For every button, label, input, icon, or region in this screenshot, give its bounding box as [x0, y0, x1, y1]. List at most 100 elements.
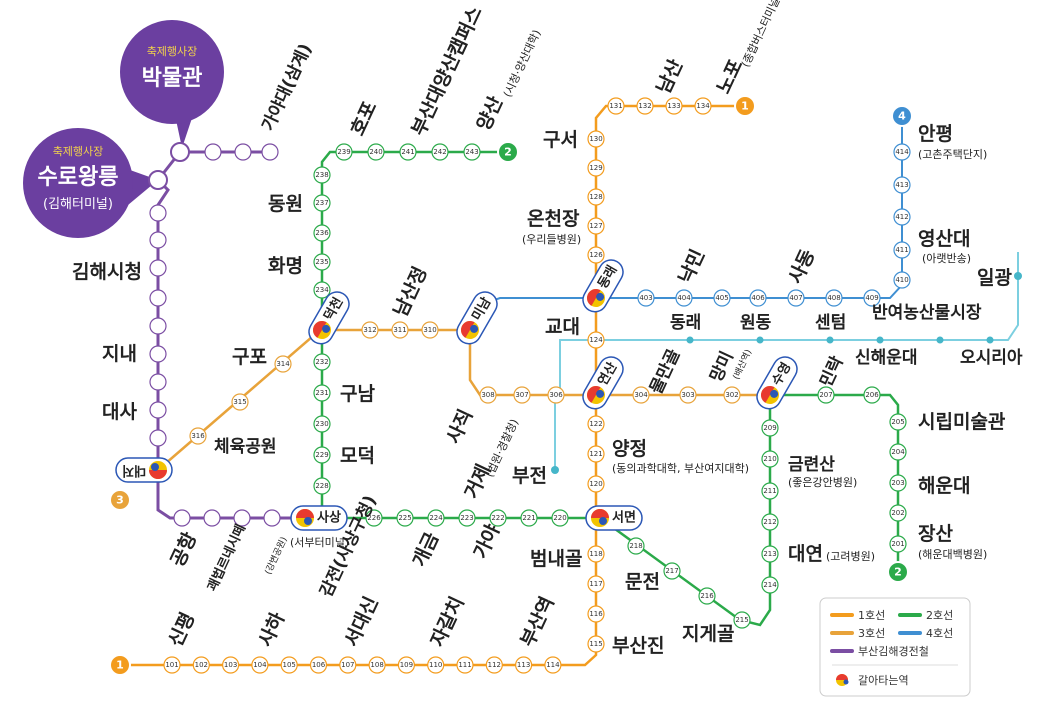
legend-line4: 4호선 — [926, 627, 953, 640]
station-206: 206 — [863, 386, 881, 404]
station-211: 211 — [761, 482, 779, 500]
station-413: 413 — [893, 176, 911, 194]
label-beomnaegol: 범내골 — [530, 548, 582, 570]
svg-text:수로왕릉: 수로왕릉 — [38, 165, 119, 190]
gimhae-stop — [234, 143, 252, 161]
station-113: 113 — [514, 656, 533, 674]
gimhae-stop — [149, 204, 167, 222]
station-code: 223 — [460, 514, 473, 522]
station-code: 403 — [639, 294, 652, 302]
station-code: 308 — [481, 391, 494, 399]
station-code: 412 — [895, 213, 908, 221]
gimhae-stop — [149, 429, 167, 447]
station-code: 303 — [681, 391, 694, 399]
svg-text:축제행사장: 축제행사장 — [53, 145, 104, 158]
station-316: 316 — [189, 427, 207, 445]
station-104: 104 — [251, 656, 269, 674]
station-code: 130 — [589, 135, 602, 143]
svg-text:4: 4 — [898, 110, 906, 123]
station-127: 127 — [587, 217, 605, 235]
label-yangsan: 양산 — [473, 93, 508, 134]
legend-line1: 1호선 — [858, 609, 885, 622]
station-code: 212 — [763, 518, 776, 526]
station-128: 128 — [587, 188, 605, 206]
station-241: 241 — [399, 143, 417, 161]
festival-bubble-suro: 축제행사장 수로왕릉 (김해터미널) — [23, 128, 158, 238]
station-120: 120 — [587, 475, 605, 493]
terminal-badge-line4: 4 — [891, 105, 913, 127]
station-code: 410 — [895, 276, 908, 284]
station-code: 211 — [763, 487, 776, 495]
station-code: 102 — [195, 661, 208, 669]
station-110: 110 — [427, 656, 445, 674]
legend-line2: 2호선 — [926, 609, 953, 622]
label-gwaebeop-sub: (강변공원) — [263, 535, 290, 576]
station-232: 232 — [313, 353, 331, 371]
label-banyeo: 반여농산물시장 — [872, 303, 982, 323]
terminal-badge-line1-bottom: 1 — [109, 654, 131, 676]
station-code: 132 — [638, 102, 651, 110]
station-414: 414 — [893, 143, 911, 161]
station-code: 129 — [589, 164, 602, 172]
transfer-dongnae: 동래 — [582, 259, 624, 313]
station-code: 113 — [517, 661, 530, 669]
label-hwamyeong: 화명 — [268, 255, 303, 277]
station-code: 413 — [895, 181, 908, 189]
station-code: 114 — [546, 661, 560, 669]
station-311: 311 — [391, 321, 409, 339]
gimhae-stop — [149, 231, 167, 249]
station-code: 131 — [609, 102, 622, 110]
station-code: 229 — [315, 451, 328, 459]
label-mangmi-sub: (배산역) — [731, 348, 754, 382]
station-126: 126 — [587, 246, 605, 264]
suro-stop — [148, 170, 168, 190]
label-yeongsandae: 영산대 — [918, 228, 970, 250]
label-oncheonjang: 온천장 — [527, 208, 580, 230]
gimhae-stop — [173, 509, 191, 527]
station-code: 315 — [233, 398, 246, 406]
station-118: 118 — [587, 545, 605, 563]
label-sports-park: 체육공원 — [214, 437, 277, 457]
station-code: 202 — [891, 509, 904, 517]
gimhae-stop — [203, 509, 221, 527]
station-230: 230 — [313, 415, 331, 433]
station-code: 406 — [751, 294, 765, 302]
label-namsan: 남산 — [653, 56, 688, 97]
station-code: 243 — [465, 148, 478, 156]
label-dongwon: 동원 — [268, 193, 303, 215]
station-302: 302 — [723, 386, 741, 404]
station-229: 229 — [313, 446, 331, 464]
station-code: 235 — [315, 258, 328, 266]
label-wondong: 원동 — [740, 313, 772, 333]
station-code: 105 — [283, 661, 296, 669]
station-code: 234 — [315, 286, 329, 294]
label-daesa: 대사 — [102, 401, 137, 423]
station-109: 109 — [397, 656, 415, 674]
station-code: 103 — [224, 661, 237, 669]
gimhae-stop — [149, 317, 167, 335]
station-215: 215 — [733, 611, 751, 629]
station-132: 132 — [636, 97, 654, 115]
label-namsanjeong: 남산정 — [390, 263, 432, 320]
station-411: 411 — [893, 241, 911, 259]
station-code: 404 — [677, 294, 691, 302]
station-408: 408 — [825, 289, 843, 307]
station-214: 214 — [761, 576, 779, 594]
label-jagalchi: 자갈치 — [427, 593, 469, 650]
station-107: 107 — [339, 656, 357, 674]
terminal-badge-line2-jangsan: 2 — [887, 561, 909, 583]
transfer-label: 대저 — [122, 463, 146, 478]
station-code: 230 — [315, 420, 328, 428]
station-code: 111 — [458, 661, 471, 669]
station-code: 122 — [589, 420, 602, 428]
gimhae-stop — [149, 289, 167, 307]
station-code: 120 — [589, 480, 602, 488]
station-314: 314 — [274, 355, 292, 373]
label-seodaesin: 서대신 — [341, 593, 383, 650]
label-munjeon: 문전 — [625, 571, 660, 593]
station-312: 312 — [361, 321, 379, 339]
station-code: 239 — [337, 148, 350, 156]
station-405: 405 — [713, 289, 731, 307]
transfer-seomyeon: 서면 — [585, 505, 643, 531]
